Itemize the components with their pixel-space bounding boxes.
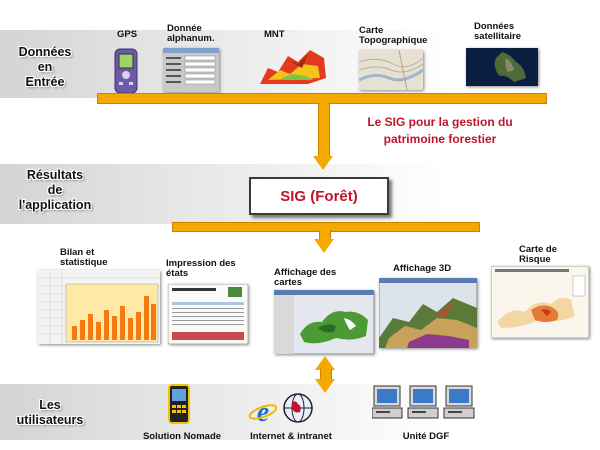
- computer-icon: [372, 385, 403, 419]
- satellite-image: [466, 48, 538, 86]
- bilan-statistique-image: [38, 270, 160, 344]
- carte-risque-image: [491, 266, 589, 338]
- handheld-device-icon: [168, 384, 190, 424]
- gps-icon: [114, 48, 138, 94]
- sig-to-output-connector: [319, 230, 331, 240]
- label-mnt: MNT: [264, 29, 285, 40]
- internet-explorer-image: e: [248, 396, 278, 426]
- arrow-to-sig: [313, 156, 333, 170]
- nomade-device-image: [168, 384, 190, 424]
- label-unite-dgf: Unité DGF: [402, 431, 450, 442]
- label-affichage-3d: Affichage 3D: [393, 263, 452, 274]
- label-affichage-cartes: Affichage des cartes: [274, 267, 337, 288]
- section-label-utilisateurs: Les utilisateurs: [16, 398, 84, 427]
- section-label-donnees: Données en Entrée: [18, 45, 72, 89]
- svg-text:e: e: [257, 397, 269, 426]
- computer-icon: [443, 385, 475, 419]
- label-gps: GPS: [117, 29, 138, 40]
- label-impression: Impression des états: [166, 258, 236, 279]
- section-label-resultats: Résultats de l'application: [18, 168, 92, 212]
- topo-map-image: [359, 50, 423, 90]
- outputs-users-connector: [320, 369, 332, 380]
- label-donnee: Donnée alphanum.: [167, 23, 215, 44]
- internet-explorer-icon: e: [248, 397, 278, 426]
- affichage-cartes-image: [274, 290, 374, 354]
- gps-device-image: [112, 48, 140, 94]
- label-solution-nomade: Solution Nomade: [142, 431, 222, 442]
- globe-icon: [283, 393, 313, 423]
- arrow-down-to-users: [315, 379, 335, 393]
- computer-icon: [407, 385, 439, 419]
- affichage-3d-image: [379, 278, 477, 348]
- label-internet-intranet: Internet & intranet: [250, 431, 332, 442]
- sig-caption: Le SIG pour la gestion du patrimoine for…: [367, 115, 513, 146]
- dgf-computers-image: [372, 384, 476, 424]
- mnt-image: [258, 44, 328, 88]
- label-carte-topo: Carte Topographique: [359, 25, 428, 46]
- label-satellite: Données satellitaire: [474, 21, 521, 42]
- impression-etats-image: [168, 284, 248, 344]
- sig-foret-box: SIG (Forêt): [249, 177, 389, 215]
- label-risque: Carte de Risque: [519, 244, 558, 265]
- globe-image: [282, 392, 314, 424]
- label-bilan: Bilan et statistique: [60, 247, 108, 268]
- sig-foret-title: SIG (Forêt): [280, 187, 358, 205]
- arrow-up-to-outputs: [315, 356, 335, 370]
- input-to-sig-connector: [318, 102, 330, 157]
- data-form-image: [163, 48, 219, 92]
- arrow-to-outputs: [314, 239, 334, 253]
